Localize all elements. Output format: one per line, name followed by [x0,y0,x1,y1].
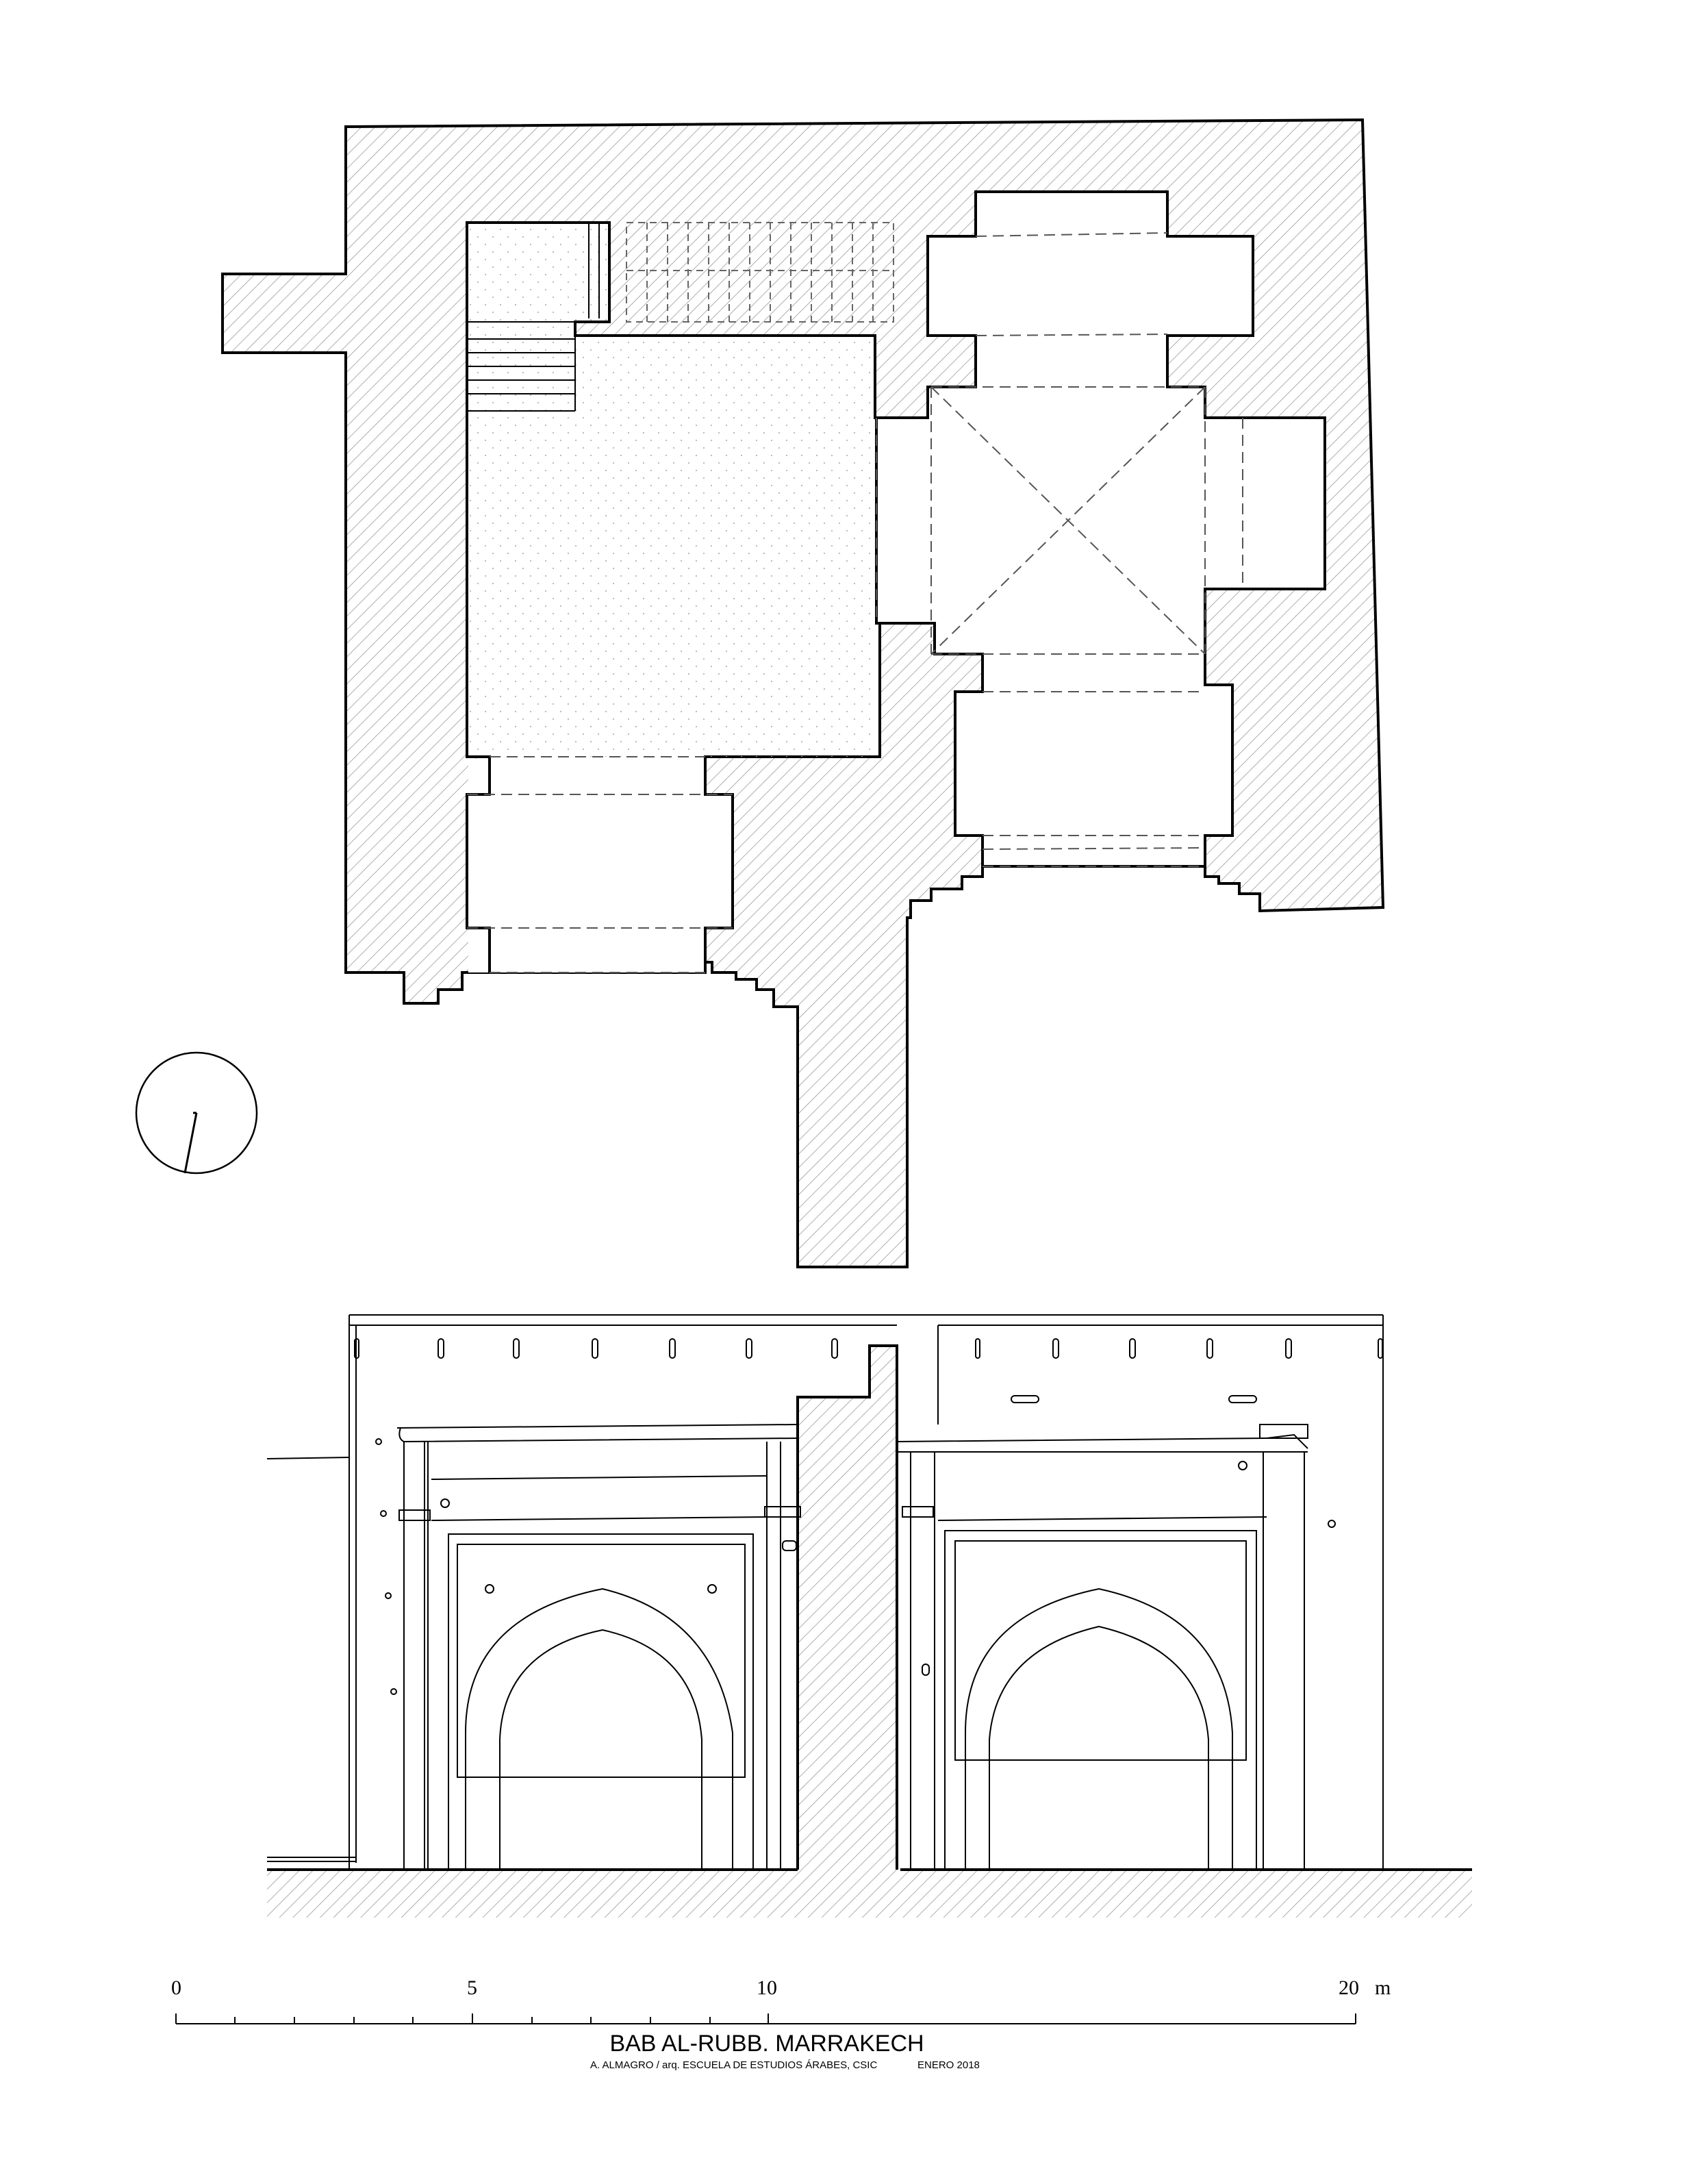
scale-bar: 0 5 10 20 m [171,1976,1391,2024]
plan-west-passage-cover [468,759,704,972]
drawing-date: ENERO 2018 [917,2059,980,2071]
elevation-ground [267,1870,1472,1918]
elevation [266,1314,1472,1918]
plan-west-court-floor [467,223,876,757]
title-block: BAB AL-RUBB. MARRAKECH A. ALMAGRO / arq.… [590,2031,980,2071]
elevation-section-wall [796,1344,898,1870]
north-arrow [135,1051,258,1175]
scale-label-10: 10 [757,1976,777,1999]
plan-staircase [467,223,600,412]
scale-unit: m [1375,1976,1391,1999]
elevation-slits [354,1338,1383,1403]
drawing-title: BAB AL-RUBB. MARRAKECH [609,2031,924,2057]
plan-upper-stair-dashed [626,222,894,323]
scale-label-20: 20 [1339,1976,1359,1999]
floor-plan [135,118,1385,1268]
plan-west-passage-dashed [467,756,733,973]
drawing-author: A. ALMAGRO / arq. ESCUELA DE ESTUDIOS ÁR… [590,2059,877,2071]
scale-label-0: 0 [171,1976,181,1999]
scale-label-5: 5 [467,1976,477,1999]
east-gate [896,1424,1336,1870]
west-gate [375,1424,801,1870]
